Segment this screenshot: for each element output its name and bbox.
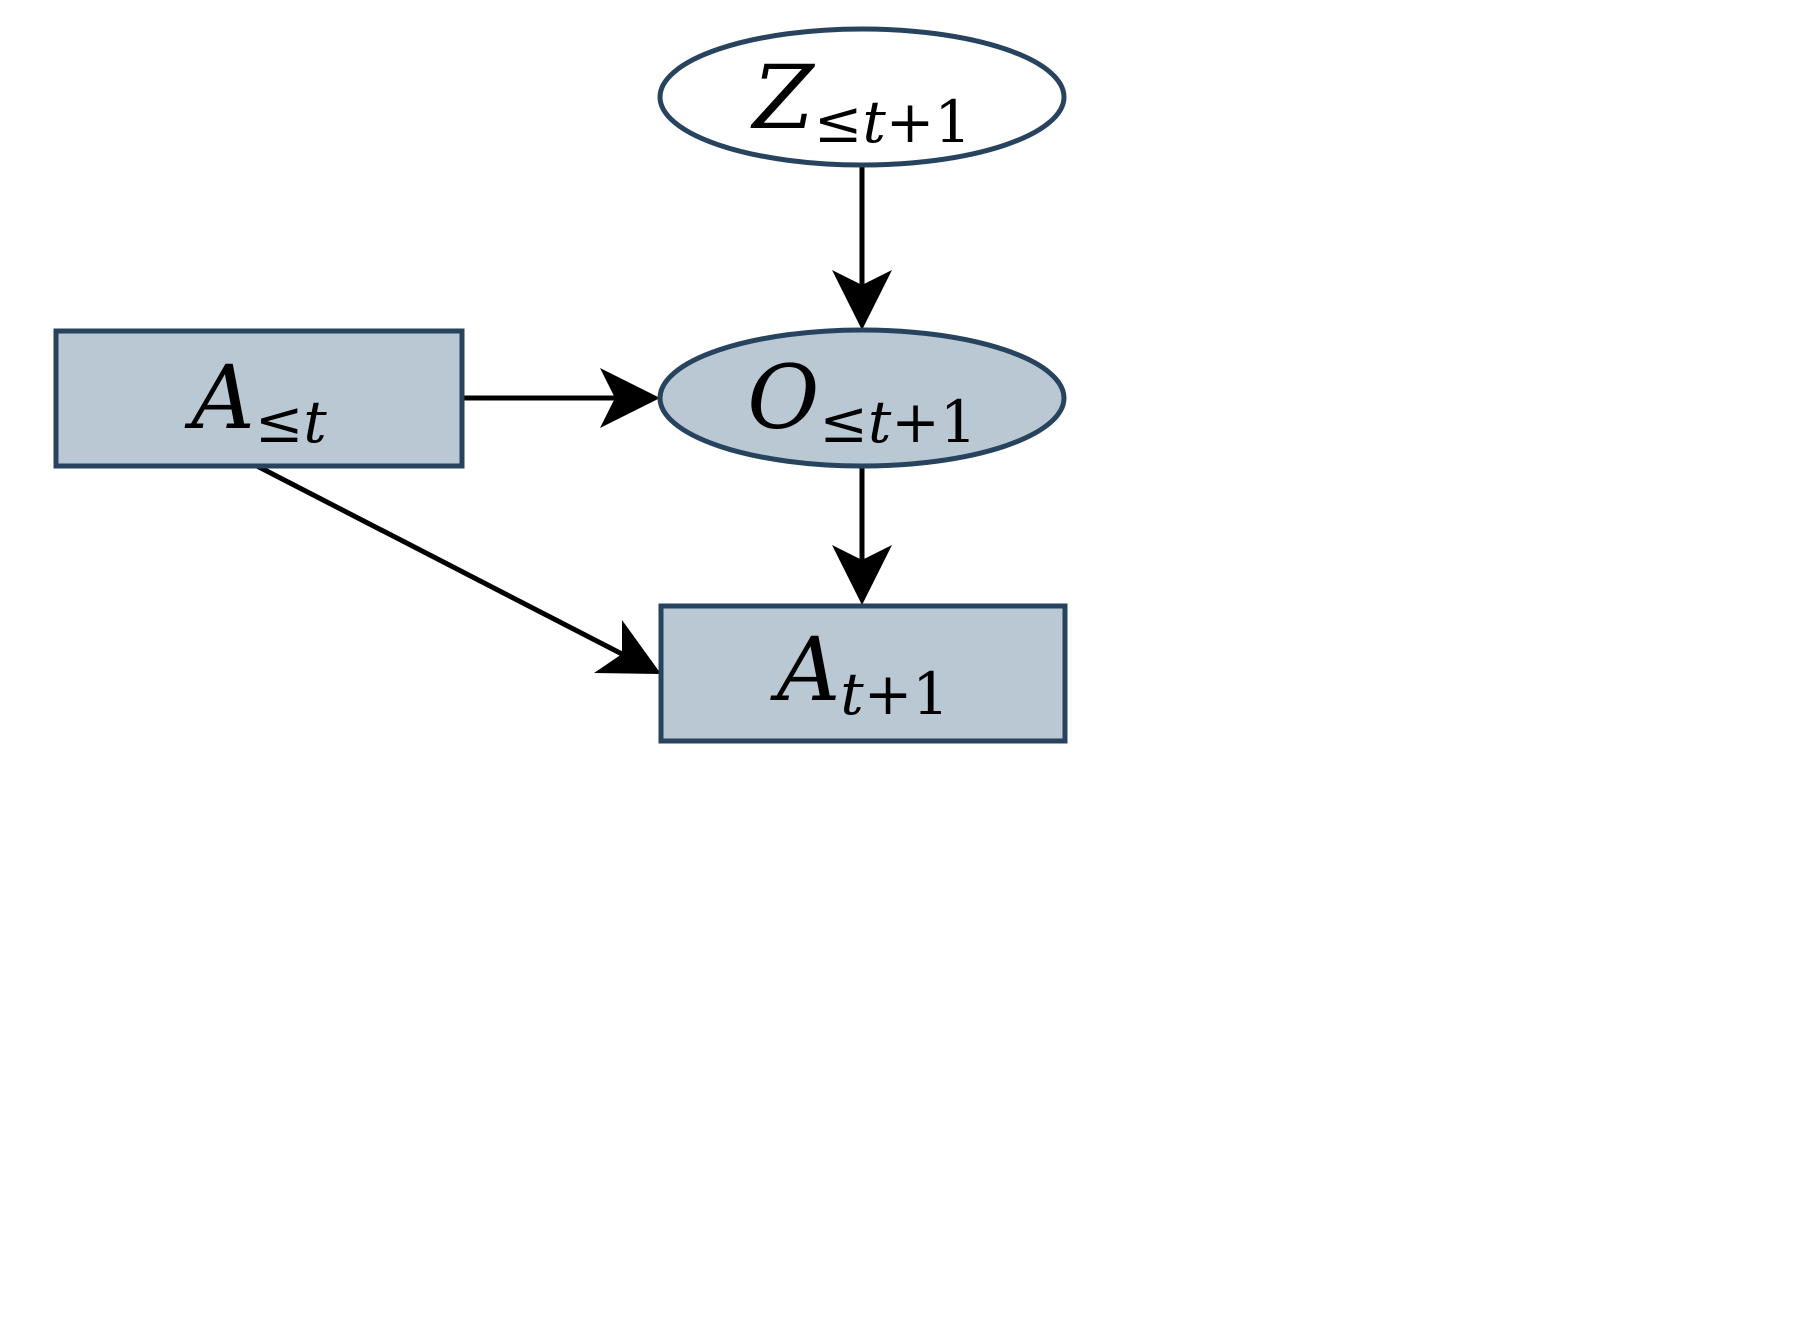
- node-o-subscript-var: t: [868, 388, 892, 456]
- node-a-past-rect: [53, 328, 465, 469]
- node-a-past-subscript-var: t: [303, 388, 327, 456]
- node-o-ellipse: [657, 327, 1067, 469]
- node-a-past-label: A≤t: [184, 346, 327, 456]
- node-o-label: O≤t+1: [747, 346, 977, 456]
- node-z-ellipse: [657, 26, 1067, 168]
- node-a-past: A≤t: [53, 328, 465, 469]
- node-a-next-subscript-rest: +1: [864, 660, 950, 728]
- node-a-past-subscript-rel: ≤: [255, 388, 304, 456]
- node-z-latent: Z≤t+1: [657, 26, 1067, 168]
- edge-z-to-o: [832, 165, 892, 330]
- edges: [255, 165, 892, 674]
- edge-a-past-to-a-next: [255, 463, 661, 674]
- node-a-next-subscript-var: t: [840, 660, 864, 728]
- node-z-symbol: Z: [750, 46, 816, 149]
- node-o-symbol: O: [747, 346, 819, 449]
- node-o-observed: O≤t+1: [657, 327, 1067, 469]
- node-z-subscript-var: t: [862, 88, 886, 156]
- node-o-subscript-rel: ≤: [819, 388, 868, 456]
- edge-a-past-to-o: [462, 368, 660, 428]
- node-z-label: Z≤t+1: [750, 46, 972, 156]
- node-a-next-rect: [658, 603, 1068, 744]
- node-o-subscript-rest: +1: [891, 388, 977, 456]
- edge-o-to-a-next: [832, 465, 892, 605]
- node-a-past-symbol: A: [184, 346, 255, 449]
- node-z-subscript-rest: +1: [886, 88, 972, 156]
- node-a-next-label: At+1: [770, 618, 949, 728]
- node-z-subscript-rel: ≤: [814, 88, 863, 156]
- node-a-next: At+1: [658, 603, 1068, 744]
- node-a-next-symbol: A: [770, 618, 841, 721]
